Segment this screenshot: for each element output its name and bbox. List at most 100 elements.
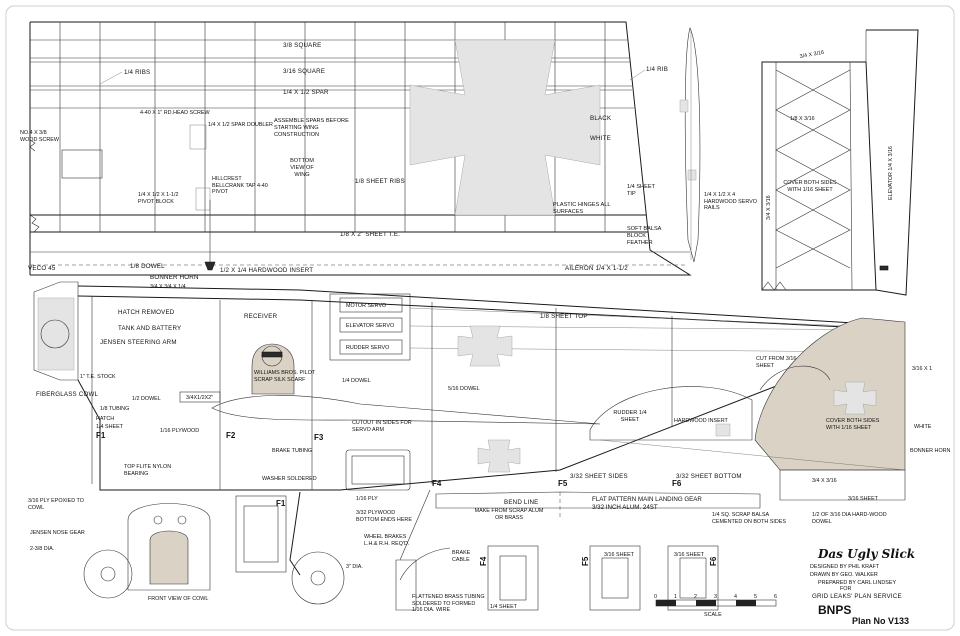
label-f4-detail: F4 [479,556,488,566]
main-wheel [291,551,345,605]
label-former-f3: F3 [314,433,324,442]
label-epoxied: 3/16 PLY EPOXIED TO COWL [28,498,84,511]
label-sheet-bottom: 3/32 SHEET BOTTOM [676,473,742,480]
label-stock: 3/4 X 3/4 X 1/4 [150,284,186,290]
label-sheet-top: 1/8 SHEET TOP [540,313,588,320]
scale-bar [655,599,777,607]
label-sheet-sides: 3/32 SHEET SIDES [570,473,628,480]
bnps-logo: BNPS [818,603,851,617]
label-spar-doubler: 1/4 X 1/2 SPAR DOUBLER [208,122,273,128]
label-tank: TANK AND BATTERY [118,325,181,332]
label-bottom-sheet: 1/4 SHEET [490,604,518,610]
wing-section-side [679,27,701,263]
label-elevator: ELEVATOR 1/4 X 3/16 [888,146,894,200]
label-jensen-arm: JENSEN STEERING ARM [100,339,177,346]
label-dowel-hard: 1/2 OF 3/16 DIA HARD-WOOD DOWEL [812,512,887,525]
label-hatch-removed: HATCH REMOVED [118,309,175,316]
label-sheet-te: 1/8 X 2" SHEET T.E. [340,231,400,238]
label-servo-rails: 1/4 X 1/2 X 4 HARDWOOD SERVO RAILS [704,192,757,211]
plan-service: GRID LEAKS' PLAN SERVICE [812,593,902,600]
label-dowel-eighth: 1/8 DOWEL [130,263,165,270]
label-stab-top: 3/4 X 3/16 [799,50,824,60]
label-ply-3-32: 3/32 PLYWOOD BOTTOM ENDS HERE [356,510,412,523]
label-dowel-half: 1/2 DOWEL [132,396,161,402]
for-text: FOR [840,586,851,592]
label-pivot-block: 1/4 X 1/2 X 1-1/2 PIVOT BLOCK [138,192,179,205]
label-white-wing: WHITE [590,135,611,142]
title-block: Das Ugly Slick DESIGNED BY PHIL KRAFT DR… [654,547,915,626]
label-cutout: CUTOUT IN SIDES FOR SERVO ARM [352,420,412,433]
label-dowel-size: 3/4X1/2X2" [186,395,213,401]
label-rudder: RUDDER 1/4 SHEET [613,410,647,423]
rudder [589,386,753,441]
designed-by: DESIGNED BY PHIL KRAFT [810,564,880,570]
label-three-dia: 3" DIA. [346,564,363,570]
label-square-3-16: 3/16 SQUARE [283,68,325,75]
label-former-f4: F4 [432,479,442,488]
label-bottom-view: BOTTOM VIEW OF WING [290,158,314,178]
scale-tick-0: 0 [654,594,657,600]
label-assemble: ASSEMBLE SPARS BEFORE STARTING WING CONS… [274,118,349,138]
scale-tick-3: 3 [714,594,717,600]
label-sheet-ribs: 1/8 SHEET RIBS [355,178,405,185]
label-three-q-fin: 3/4 X 3/16 [812,478,837,484]
label-tubing: 1/8 TUBING [100,406,129,412]
wing-airfoil-section [211,395,601,425]
label-f6-detail: F6 [709,556,718,566]
label-plastic-hinges: PLASTIC HINGES ALL SURFACES [553,202,611,215]
fuselage-cross-insignia [457,325,513,367]
label-f5-detail: F5 [581,556,590,566]
label-jensen-gear: JENSEN NOSE GEAR [30,530,85,536]
label-rib-tip: 1/4 RIB [646,66,668,73]
label-stab-left: 3/4 X 3/16 [766,195,772,220]
label-brake-cable: BRAKE CABLE [452,550,471,563]
former-details [487,545,719,611]
label-hardwood-insert-fuse: HARDWOOD INSERT [674,418,729,424]
label-f5-sheet: 3/16 SHEET [604,552,635,558]
label-rudder-servo: RUDDER SERVO [346,345,389,351]
label-ribs-quarter: 1/4 RIBS [124,69,150,76]
wing-plan-view [29,21,692,276]
label-dia: 2-3/8 DIA. [30,546,54,552]
fuselage-side-view [33,281,906,611]
drawn-by: DRAWN BY GEO. WALKER [810,572,878,578]
stabilizer-plan [761,29,919,296]
label-te-stock: 1" T.E. STOCK [80,374,116,380]
label-motor-servo: MOTOR SERVO [346,303,386,309]
label-elevator-servo: ELEVATOR SERVO [346,323,394,329]
label-hatch: HATCH [96,416,114,422]
label-sheet-3-16-fin: 3/16 SHEET [848,496,879,502]
scale-tick-2: 2 [694,594,697,600]
label-bend-line: BEND LINE [504,499,538,506]
label-dowel-quarter: 1/4 DOWEL [342,378,371,384]
scale-label: SCALE [704,612,722,618]
label-soft-balsa: SOFT BALSA BLOCK FEATHER [627,226,662,246]
label-wheel-brakes: WHEEL BRAKES L.H.& R.H. REQ'D. [364,534,410,547]
label-ply-1-16: 1/16 PLY [356,496,378,502]
label-stab-diag: 1/8 X 3/16 [790,116,815,122]
label-scrap-alum: MAKE FROM SCRAP ALUM OR BRASS [474,508,544,521]
label-former-f5: F5 [558,479,568,488]
label-white-fin: WHITE [914,424,932,430]
plan-number: Plan No V133 [852,616,909,626]
label-former-f1: F1 [96,431,106,440]
label-sq-balsa: 1/4 SQ. SCRAP BALSA CEMENTED ON BOTH SID… [712,512,786,525]
label-former-f2: F2 [226,431,236,440]
prepared-by: PREPARED BY CARL LINDSEY [818,580,896,586]
label-black: BLACK [590,115,612,122]
plan-sheet [5,5,955,631]
label-flat-pattern: FLAT PATTERN MAIN LANDING GEAR 3/32 INCH… [592,496,702,511]
label-3-16-x1: 3/16 X 1 [912,366,932,372]
label-detail-f1: F1 [276,499,286,508]
label-cut-from: CUT FROM 3/16 SHEET [756,356,797,369]
label-fin-cover: COVER BOTH SIDES WITH 1/16 SHEET [826,418,880,431]
label-front-cowl: FRONT VIEW OF COWL [148,596,208,602]
label-f6-sheet: 3/16 SHEET [674,552,705,558]
label-aileron: AILERON 1/4 X 1-1/2 [565,265,628,272]
label-spar-quarter: 1/4 X 1/2 SPAR [283,89,329,96]
label-flattened: FLATTENED BRASS TUBING SOLDERED TO FORME… [412,594,485,613]
scale-tick-5: 5 [754,594,757,600]
label-veco: VECO 45 [28,265,56,272]
scale-tick-6: 6 [774,594,777,600]
